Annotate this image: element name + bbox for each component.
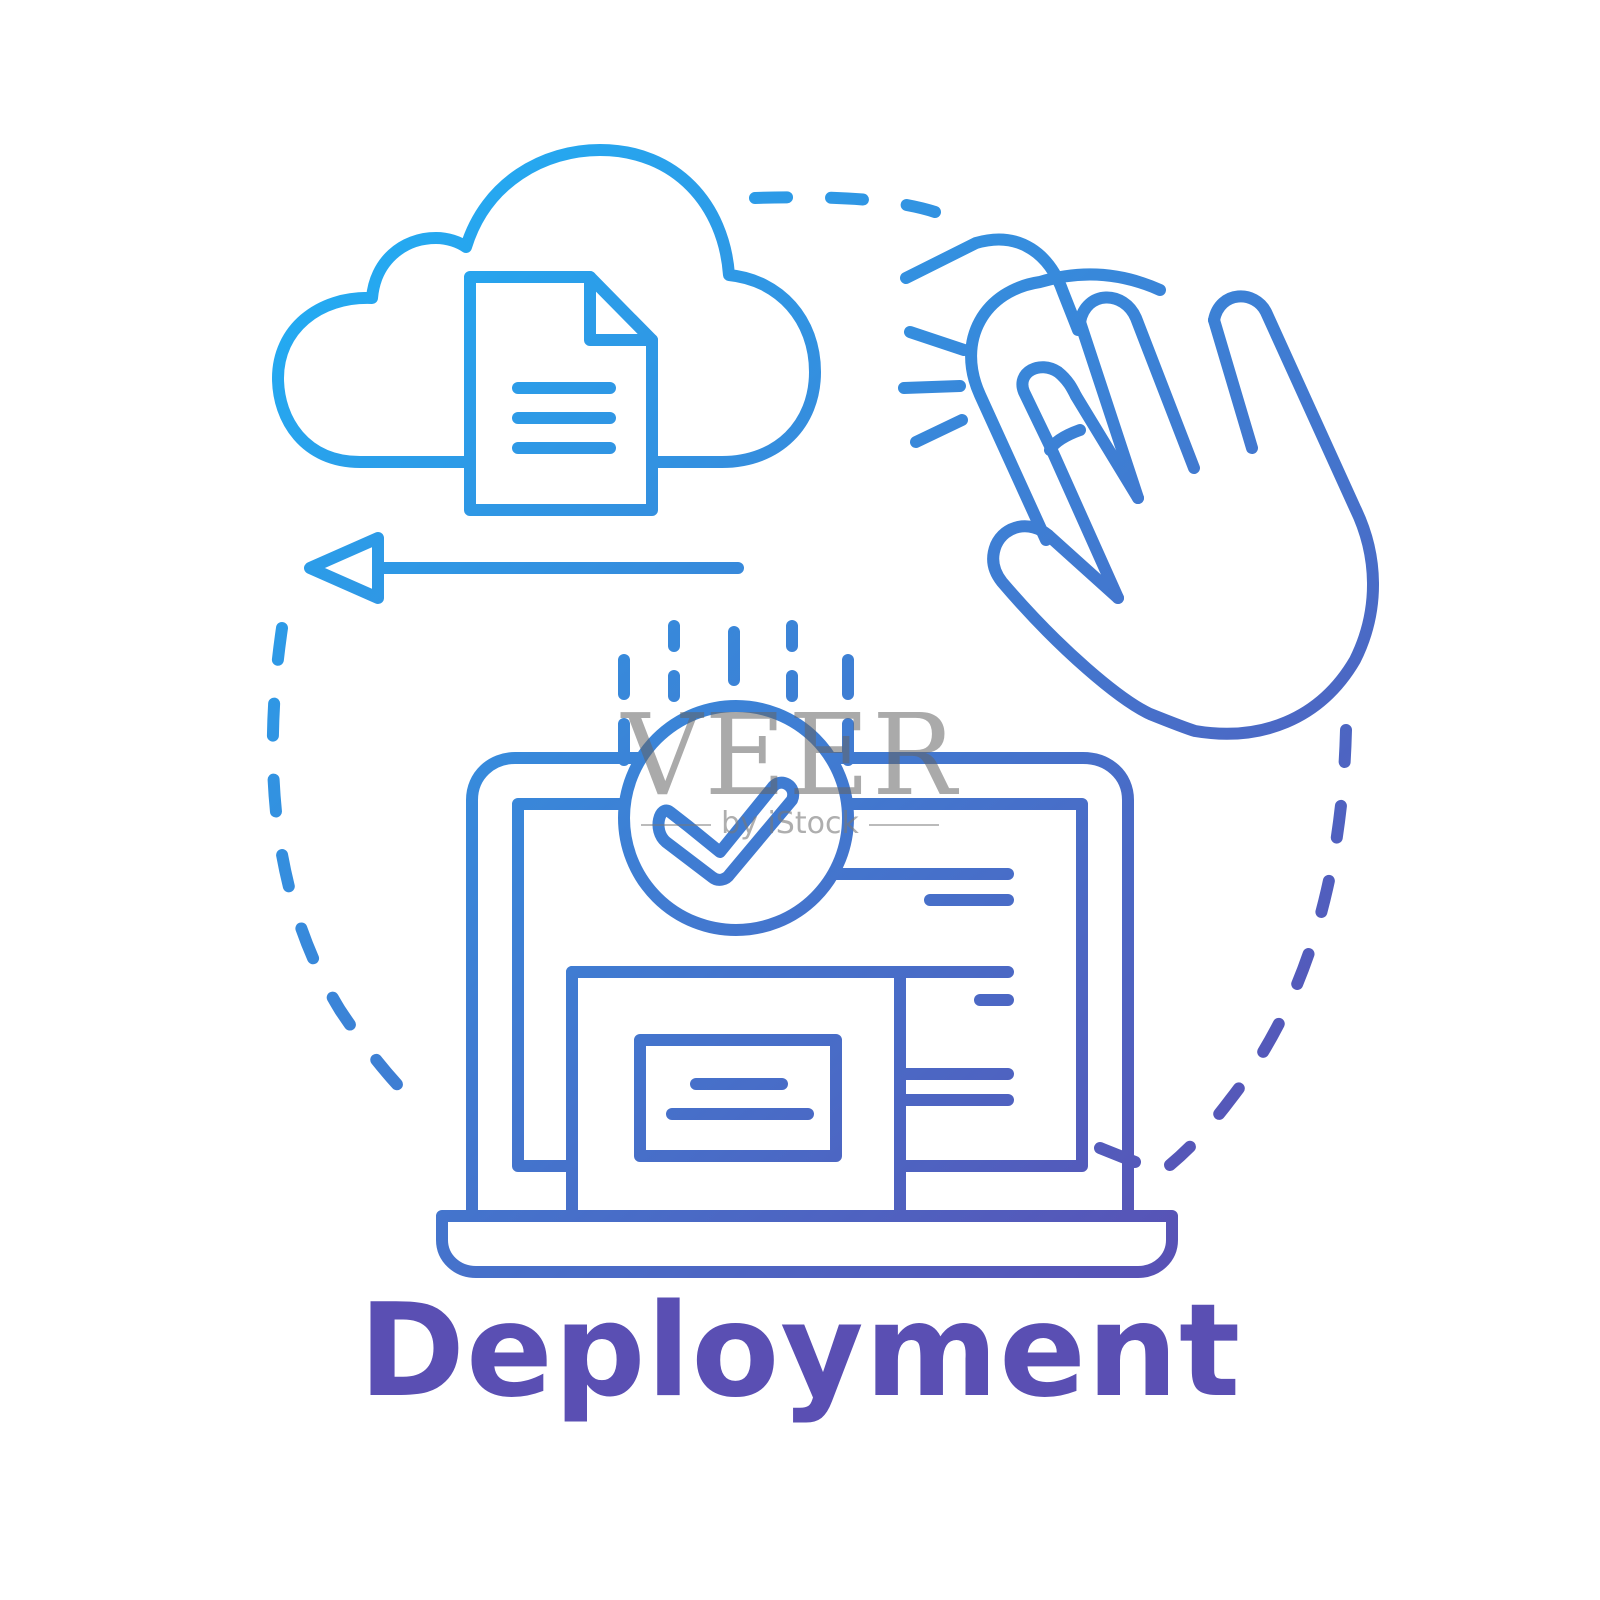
laptop-icon <box>436 752 1178 1278</box>
deployment-title: Deployment <box>358 1277 1242 1426</box>
left-arrow-icon <box>304 532 744 604</box>
dashed-cycle-icon <box>266 191 1352 1171</box>
checkmark-circle-icon <box>618 700 854 936</box>
hand-cursor-icon <box>898 233 1379 1168</box>
document-icon <box>464 271 658 516</box>
download-lines <box>618 620 854 766</box>
cloud-icon <box>272 144 821 468</box>
